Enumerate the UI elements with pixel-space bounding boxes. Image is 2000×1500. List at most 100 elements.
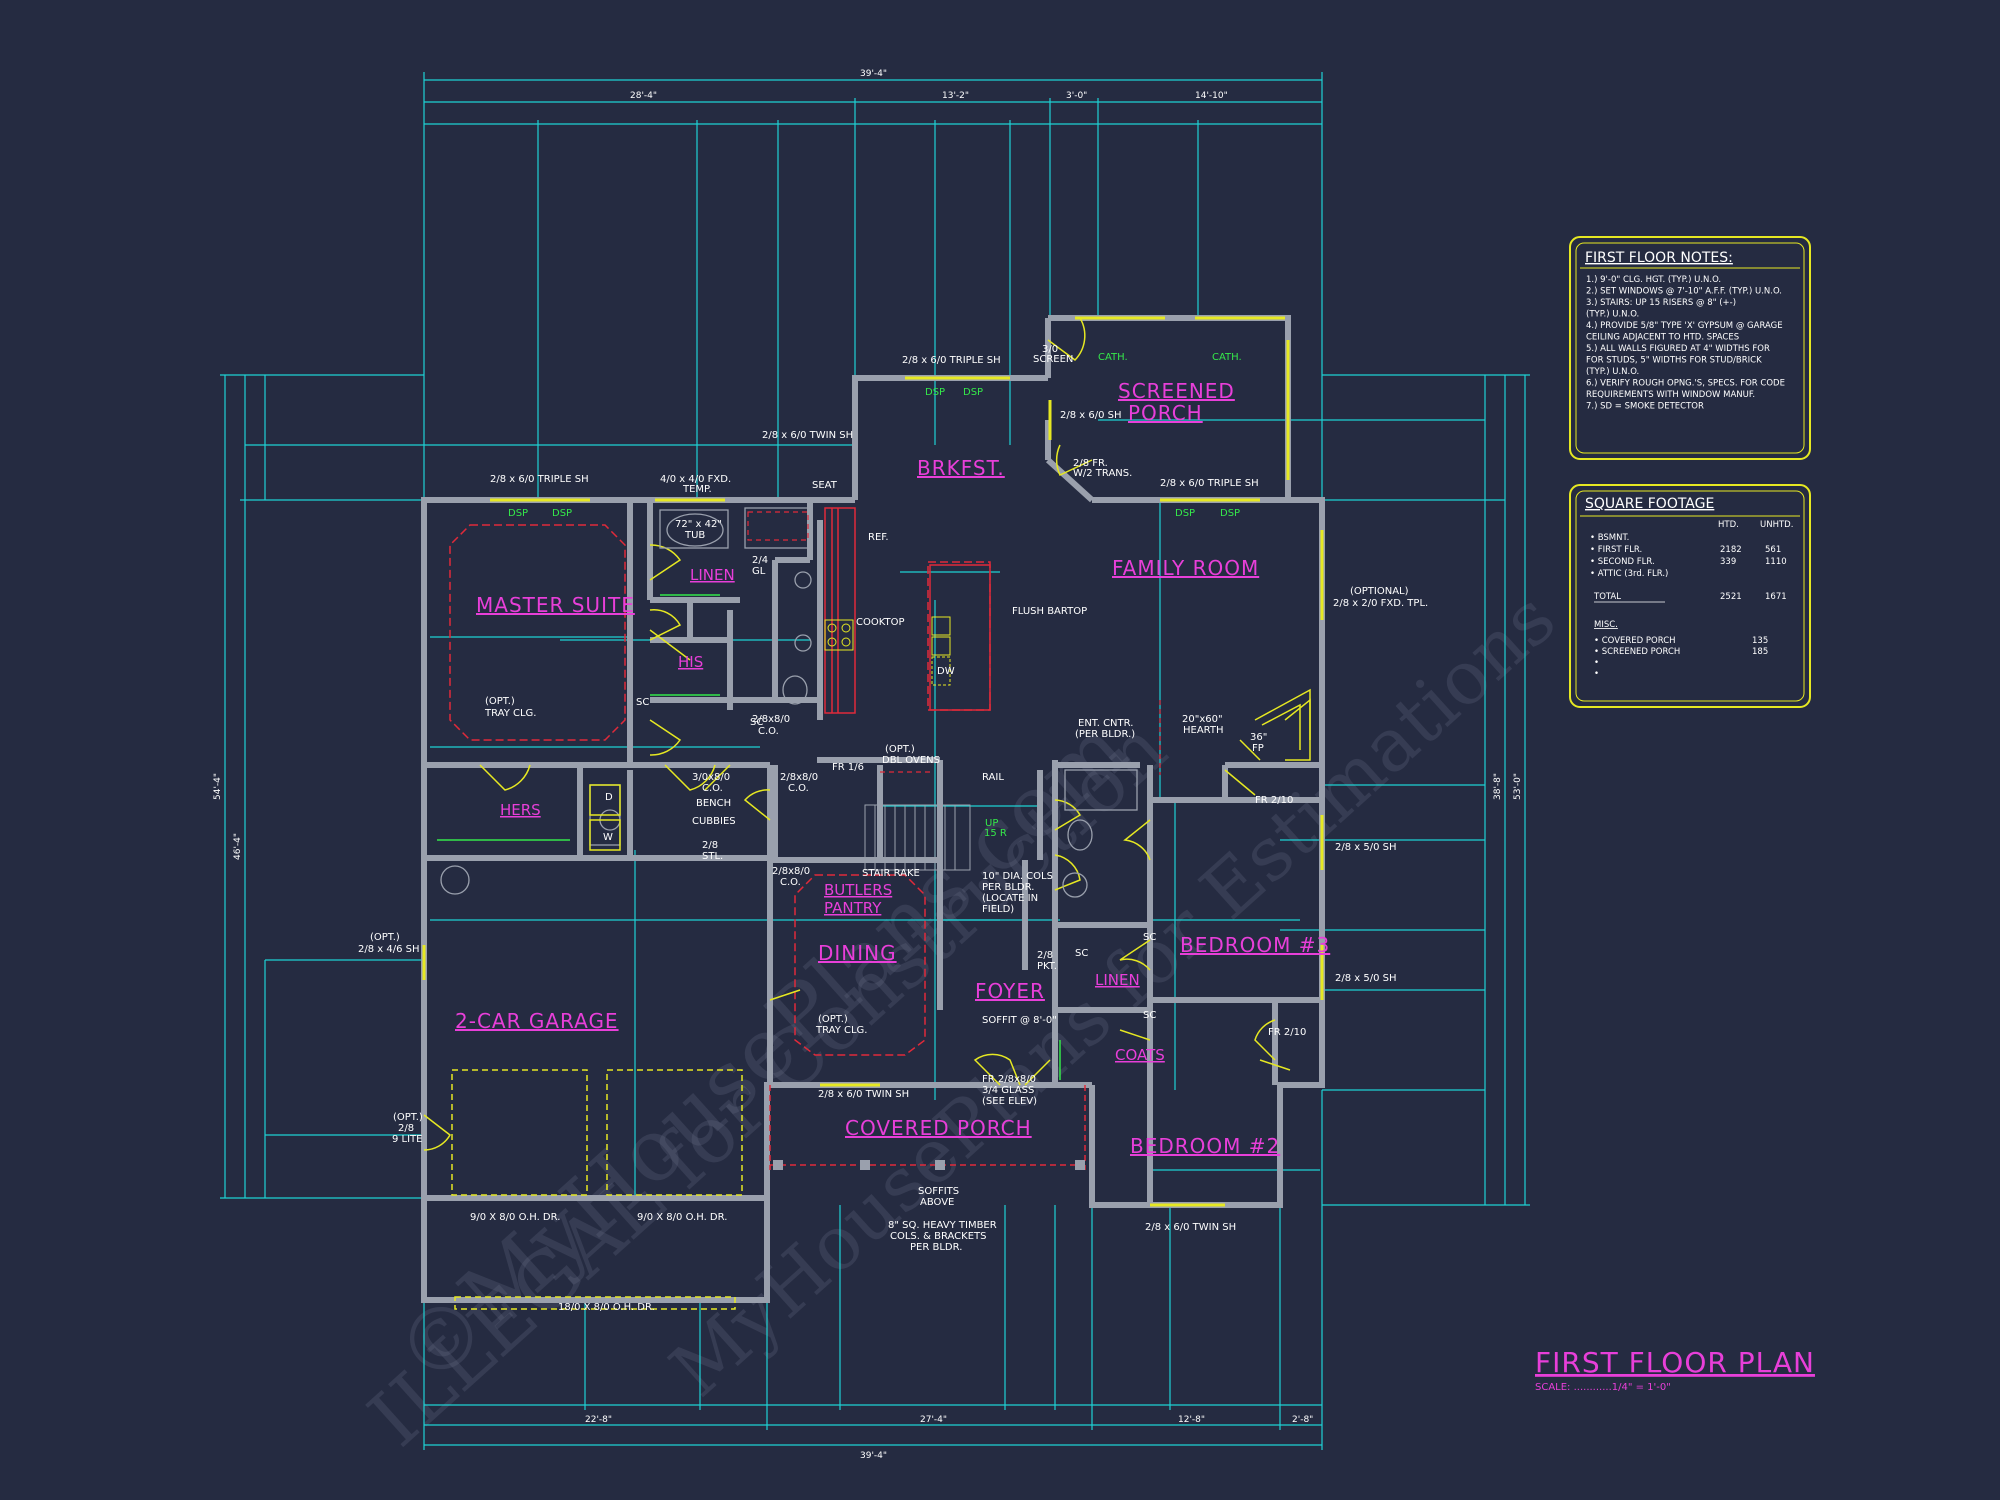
cooktop-icon — [824, 619, 854, 651]
sqft-col-unhtd: UNHTD. — [1760, 520, 1793, 530]
label-soffits-2: ABOVE — [920, 1197, 954, 1208]
label-ref: REF. — [868, 532, 889, 543]
sqft-title: SQUARE FOOTAGE — [1585, 496, 1714, 512]
label-soffit-foyer: SOFFIT @ 8'-0" — [982, 1015, 1057, 1026]
label-co1-1: 2/8x8/0 — [752, 714, 790, 725]
label-dbl-ovens-2: DBL OVENS — [882, 755, 940, 766]
label-seat: SEAT — [812, 480, 838, 491]
label-washer: W — [603, 832, 613, 843]
label-tray-master-2: TRAY CLG. — [484, 708, 536, 719]
label-up-15r-2: 15 R — [984, 828, 1007, 839]
sqft-row-htd: 339 — [1720, 557, 1736, 567]
hidden-lines — [747, 511, 1161, 775]
label-twin-sh-porch: 2/8 x 6/0 TWIN SH — [818, 1089, 909, 1100]
label-opt-lite-3: 9 LITE — [392, 1134, 423, 1145]
label-fr-door-1: FR 2/8x8/0 — [982, 1074, 1036, 1085]
dim-bottom-a: 22'-8" — [585, 1415, 612, 1425]
label-dsp-3: DSP — [925, 387, 945, 398]
notes-line: REQUIREMENTS WITH WINDOW MANUF. — [1586, 390, 1755, 400]
room-hers: HERS — [500, 801, 541, 819]
room-labels: MASTER SUITE LINEN HIS HERS BRKFST. SCRE… — [455, 379, 1329, 1158]
label-bed2-sh: 2/8 x 6/0 TWIN SH — [1145, 1222, 1236, 1233]
misc-row-label: • — [1594, 658, 1599, 668]
dim-right-b: 38'-8" — [1493, 773, 1503, 800]
sqft-total-label: TOTAL — [1593, 592, 1621, 602]
label-ent-cntr-1: ENT. CNTR. — [1078, 718, 1133, 729]
sqft-misc-title: MISC. — [1594, 620, 1618, 630]
room-his: HIS — [678, 653, 703, 671]
label-co2-2: C.O. — [702, 783, 723, 794]
label-optional-1: (OPTIONAL) — [1350, 586, 1409, 597]
label-co3-2: C.O. — [788, 783, 809, 794]
room-screened-porch-1: SCREENED — [1118, 379, 1235, 403]
label-master-triple: 2/8 x 6/0 TRIPLE SH — [490, 474, 589, 485]
label-gl-2: GL — [752, 566, 766, 577]
label-dsp-6: DSP — [1220, 508, 1240, 519]
notes-line: 5.) ALL WALLS FIGURED AT 4" WIDTHS FOR — [1586, 344, 1770, 354]
room-garage: 2-CAR GARAGE — [455, 1009, 619, 1033]
first-floor-notes-box: FIRST FLOOR NOTES: 1.) 9'-0" CLG. HGT. (… — [1569, 236, 1811, 460]
dimension-text: 39'-4" 28'-4" 13'-2" 3'-0" 14'-10" 39'-4… — [213, 69, 1523, 1461]
label-fr210a: FR 2/10 — [1255, 795, 1293, 806]
dim-bottom-b: 27'-4" — [920, 1415, 947, 1425]
label-soffits-1: SOFFITS — [918, 1186, 959, 1197]
label-optional-2: 2/8 x 2/0 FXD. TPL. — [1333, 598, 1428, 609]
label-fp-2: FP — [1252, 743, 1264, 754]
dim-top-d: 14'-10" — [1195, 91, 1228, 101]
label-fam-triple: 2/8 x 6/0 TRIPLE SH — [1160, 478, 1259, 489]
label-tub-1: 72" x 42" — [675, 519, 722, 530]
room-screened-porch-2: PORCH — [1128, 401, 1203, 425]
fireplace — [1254, 688, 1311, 761]
misc-row-value: 185 — [1752, 647, 1768, 657]
label-co1-2: C.O. — [758, 726, 779, 737]
label-tray-dining-1: (OPT.) — [818, 1014, 848, 1025]
label-screen-2: SCREEN — [1033, 354, 1073, 365]
windows — [422, 316, 1324, 1207]
notes-line: (TYP.) U.N.O. — [1586, 310, 1639, 320]
label-co4-2: C.O. — [780, 877, 801, 888]
notes-line: 7.) SD = SMOKE DETECTOR — [1586, 402, 1704, 412]
room-dining: DINING — [818, 941, 897, 965]
label-cubbies: CUBBIES — [692, 816, 736, 827]
room-family-room: FAMILY ROOM — [1112, 556, 1259, 580]
covered-porch-outline — [769, 1085, 1086, 1170]
label-bed3-sh-1: 2/8 x 5/0 SH — [1335, 842, 1397, 853]
label-dw: DW — [937, 666, 955, 677]
dim-top-b: 13'-2" — [942, 91, 969, 101]
room-butlers-pantry-1: BUTLERS — [824, 881, 892, 899]
label-opt-lite-1: (OPT.) — [393, 1112, 423, 1123]
label-sc-3: SC — [1075, 948, 1088, 959]
label-opt-sh-2: 2/8 x 4/6 SH — [358, 944, 420, 955]
label-stair-rake: STAIR RAKE — [862, 868, 920, 879]
dim-bottom-d: 2'-8" — [1292, 1415, 1313, 1425]
label-cols-3: (LOCATE IN — [982, 893, 1038, 904]
label-tub-2: TUB — [684, 530, 705, 541]
kitchen-cabinets — [824, 507, 991, 714]
island-stools — [931, 616, 951, 686]
label-hearth-1: 20"x60" — [1182, 714, 1223, 725]
label-dsp-4: DSP — [963, 387, 983, 398]
notes-line: 1.) 9'-0" CLG. HGT. (TYP.) U.N.O. — [1586, 275, 1721, 285]
label-cath-2: CATH. — [1212, 352, 1242, 363]
label-bench: BENCH — [696, 798, 731, 809]
room-linen-1: LINEN — [690, 566, 735, 584]
sqft-total-unhtd: 1671 — [1765, 592, 1787, 602]
label-fr16: FR 1/6 — [832, 762, 864, 773]
label-hearth-2: HEARTH — [1183, 725, 1224, 736]
label-twin-sh-top: 2/8 x 6/0 TWIN SH — [762, 430, 853, 441]
garage-doors — [451, 1069, 743, 1310]
dimension-lines — [220, 72, 1530, 1450]
fixtures — [440, 507, 1138, 898]
label-cooktop: COOKTOP — [856, 617, 905, 628]
room-butlers-pantry-2: PANTRY — [824, 899, 882, 917]
room-coats: COATS — [1115, 1046, 1165, 1064]
label-dbl-ovens-1: (OPT.) — [885, 744, 915, 755]
room-linen-2: LINEN — [1095, 971, 1140, 989]
label-stl-2: STL. — [702, 851, 723, 862]
room-brkfst: BRKFST. — [917, 456, 1005, 480]
label-screen-1: 3/0 — [1042, 344, 1058, 355]
plan-title-block: FIRST FLOOR PLAN SCALE: ............1/4"… — [1535, 1346, 1814, 1393]
misc-row-label: • COVERED PORCH — [1594, 636, 1676, 646]
